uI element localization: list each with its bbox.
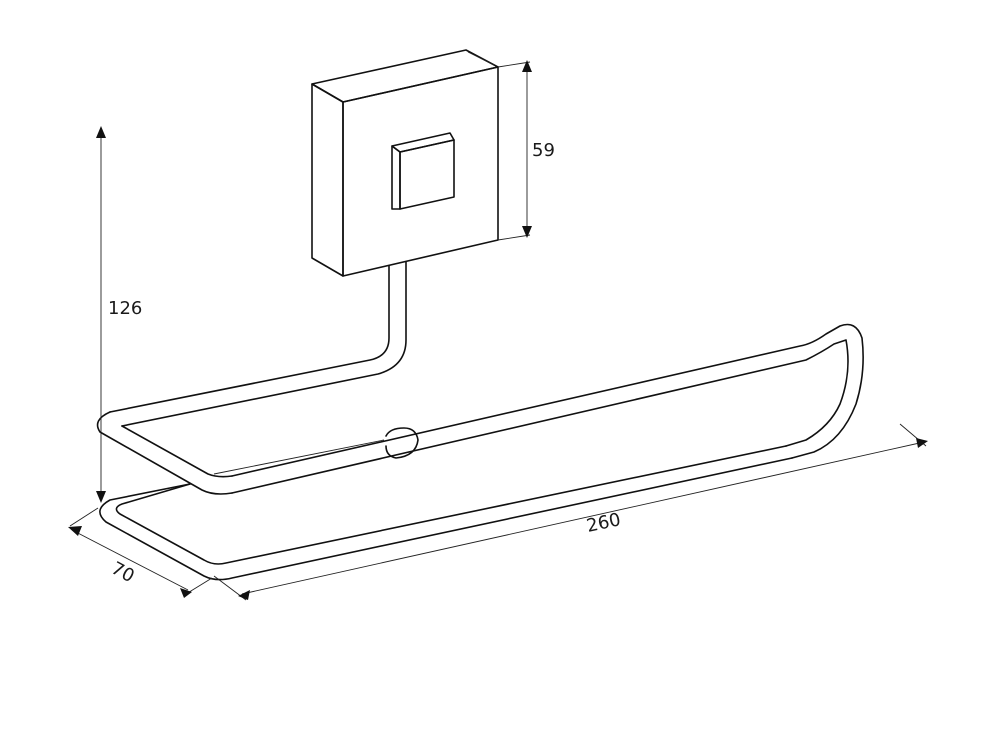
dimension-plate-height: 59: [497, 60, 555, 241]
dimension-label-depth: 70: [108, 558, 138, 587]
plate-top-face: [311, 49, 499, 103]
arrow-up-icon: [522, 60, 532, 72]
plate-top-highlight: [467, 51, 495, 66]
plate-center-cap: [391, 132, 455, 210]
top-rail-upper: [231, 323, 864, 477]
stem-right-edge: [121, 261, 407, 427]
stem-left-edge: [109, 265, 390, 413]
arrow-up-icon: [96, 126, 106, 138]
arrow-right-icon: [180, 588, 192, 598]
dimension-label-plate-height: 59: [532, 140, 555, 161]
back-bar-inner: [121, 425, 233, 478]
rear-support-left: [385, 427, 419, 459]
rear-support-shadow: [213, 439, 385, 475]
extension-line-back: [69, 507, 99, 527]
extension-line-top: [497, 61, 531, 68]
arrow-down-icon: [96, 491, 106, 503]
cap-side-face: [391, 145, 401, 210]
dimension-label-height-total: 126: [108, 298, 142, 319]
towel-bar: [96, 261, 864, 581]
arrow-left-icon: [68, 526, 82, 536]
plate-side-face: [311, 83, 344, 277]
cap-front-face: [399, 139, 455, 210]
front-rail-lower: [99, 457, 793, 581]
plate-front-face: [342, 66, 499, 277]
dimension-length: 260: [213, 423, 928, 601]
dimension-height-total: 126: [96, 126, 142, 503]
dimension-label-length: 260: [585, 509, 623, 537]
top-rail-lower: [231, 339, 849, 494]
dimension-line-diagonal: [71, 529, 189, 591]
arrow-right-icon: [916, 438, 928, 448]
arrow-down-icon: [522, 226, 532, 238]
back-bar-outer: [96, 411, 233, 495]
extension-line-front: [185, 577, 213, 595]
arrow-left-icon: [238, 590, 250, 600]
mounting-plate: [311, 49, 499, 277]
front-rail-upper: [115, 445, 787, 565]
dimension-line-diagonal: [241, 441, 925, 595]
extension-line-bottom: [497, 234, 531, 241]
